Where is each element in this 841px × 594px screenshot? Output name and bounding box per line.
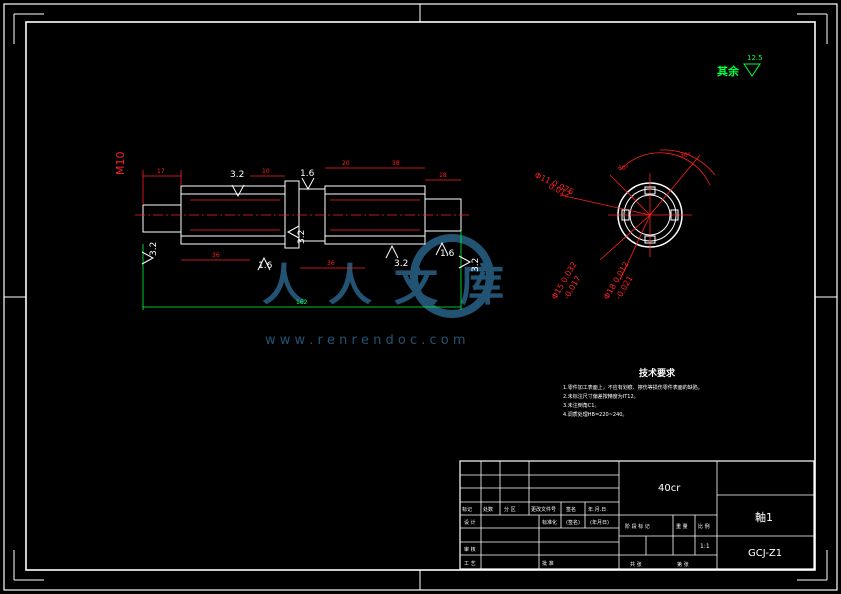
drawing-frame <box>3 3 838 591</box>
svg-text:阶 段 标 记: 阶 段 标 记 <box>625 523 650 530</box>
svg-text:162: 162 <box>296 299 308 306</box>
title-block-text: 40cr 軸1 GCJ-Z1 1:1 标记 处数 分 区 更改文件号 签名 年.… <box>462 483 782 568</box>
svg-text:3.2: 3.2 <box>471 258 481 272</box>
svg-text:分 区: 分 区 <box>504 506 516 513</box>
svg-text:处数: 处数 <box>483 506 493 513</box>
svg-text:更改文件号: 更改文件号 <box>531 506 556 513</box>
callout-text: M10 3.2 1.6 3.2 3.2 1.6 3.2 1.6 3.2 其余 1… <box>114 54 763 272</box>
svg-text:30°: 30° <box>680 152 691 159</box>
section-dimension-text: Φ11 0.076 0.012 Φ15 0.032 -0.017 Φ18 0.0… <box>533 152 690 301</box>
svg-text:60°: 60° <box>618 165 629 172</box>
svg-text:3.2: 3.2 <box>230 170 244 180</box>
shaft-section-view <box>559 149 716 281</box>
svg-text:3.2: 3.2 <box>149 242 159 256</box>
thread-callout: M10 <box>114 152 127 176</box>
svg-text:10: 10 <box>262 168 270 175</box>
svg-text:审 核: 审 核 <box>464 546 476 553</box>
svg-text:第 张: 第 张 <box>677 561 689 568</box>
svg-text:标记: 标记 <box>462 506 472 513</box>
svg-text:设 计: 设 计 <box>464 519 476 526</box>
title-block <box>459 460 815 570</box>
svg-text:36: 36 <box>212 252 220 259</box>
svg-text:年.月.日: 年.月.日 <box>588 506 606 513</box>
material: 40cr <box>658 483 681 494</box>
watermark-url: w w w . r e n r e n d o c . c o m <box>265 333 466 348</box>
svg-text:20: 20 <box>342 160 350 167</box>
svg-text:18: 18 <box>439 172 447 179</box>
svg-text:工 艺: 工 艺 <box>464 561 476 567</box>
svg-text:1.6: 1.6 <box>300 169 315 179</box>
svg-text:1.6: 1.6 <box>258 261 273 271</box>
shaft-side-view <box>135 180 470 249</box>
watermark-text: 人人文库 <box>262 260 526 311</box>
roughness-callouts <box>141 177 472 271</box>
note-3: 3.未注倒角C1。 <box>563 402 599 409</box>
scale: 1:1 <box>700 543 710 550</box>
svg-text:3.2: 3.2 <box>297 230 307 244</box>
svg-text:1.6: 1.6 <box>440 249 455 259</box>
watermark: 人人文库 w w w . r e n r e n d o c . c o m <box>262 234 526 348</box>
dimension-lines <box>142 167 462 310</box>
svg-text:12.5: 12.5 <box>747 54 763 62</box>
drawing-number: GCJ-Z1 <box>748 548 782 559</box>
note-1: 1.零件加工表面上，不应有划痕、擦伤等损伤零件表面的缺陷。 <box>563 384 703 391</box>
note-4: 4.调质处理HB=220~240。 <box>563 411 627 418</box>
svg-text:36: 36 <box>327 260 335 267</box>
other-surfaces-symbol <box>743 63 761 77</box>
svg-text:签名: 签名 <box>566 506 576 513</box>
technical-notes: 技术要求 1.零件加工表面上，不应有划痕、擦伤等损伤零件表面的缺陷。 2.未标注… <box>563 367 703 418</box>
other-surfaces-label: 其余 <box>717 64 740 78</box>
svg-text:3.2: 3.2 <box>394 259 408 269</box>
part-name: 軸1 <box>755 510 773 524</box>
svg-text:比 例: 比 例 <box>698 523 710 530</box>
notes-title: 技术要求 <box>639 367 676 379</box>
dimension-text: 17 10 20 38 18 36 36 162 <box>157 160 447 306</box>
svg-text:17: 17 <box>157 168 165 175</box>
svg-text:(年月日): (年月日) <box>590 519 609 526</box>
svg-text:38: 38 <box>392 160 400 167</box>
svg-text:重 量: 重 量 <box>676 523 688 530</box>
svg-text:标准化: 标准化 <box>542 519 557 526</box>
svg-text:(签名): (签名) <box>566 519 580 526</box>
svg-text:批 准: 批 准 <box>542 560 554 567</box>
svg-text:共 张: 共 张 <box>630 561 642 568</box>
note-2: 2.未标注尺寸偏差按精度为IT12。 <box>563 393 639 400</box>
